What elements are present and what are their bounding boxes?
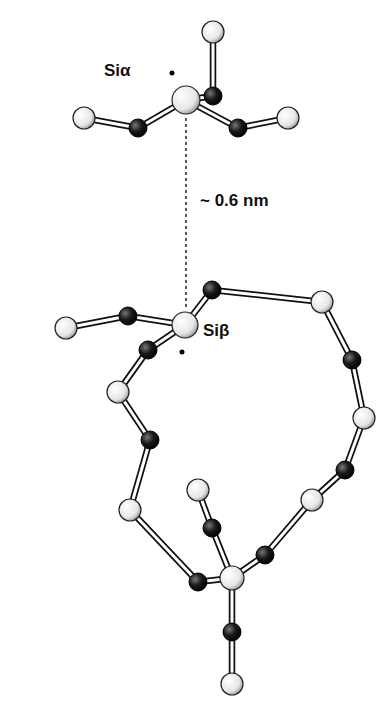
oxygen-atoms [119,87,361,641]
bond-cores [66,32,364,684]
silicon-atoms [55,21,375,695]
atom-label: Siα [104,62,131,81]
atom-label: Siβ [203,322,229,341]
distance-label: ~ 0.6 nm [200,192,269,211]
distance-line [185,118,187,308]
radical-dots [170,71,185,355]
bond-outlines [66,32,364,684]
